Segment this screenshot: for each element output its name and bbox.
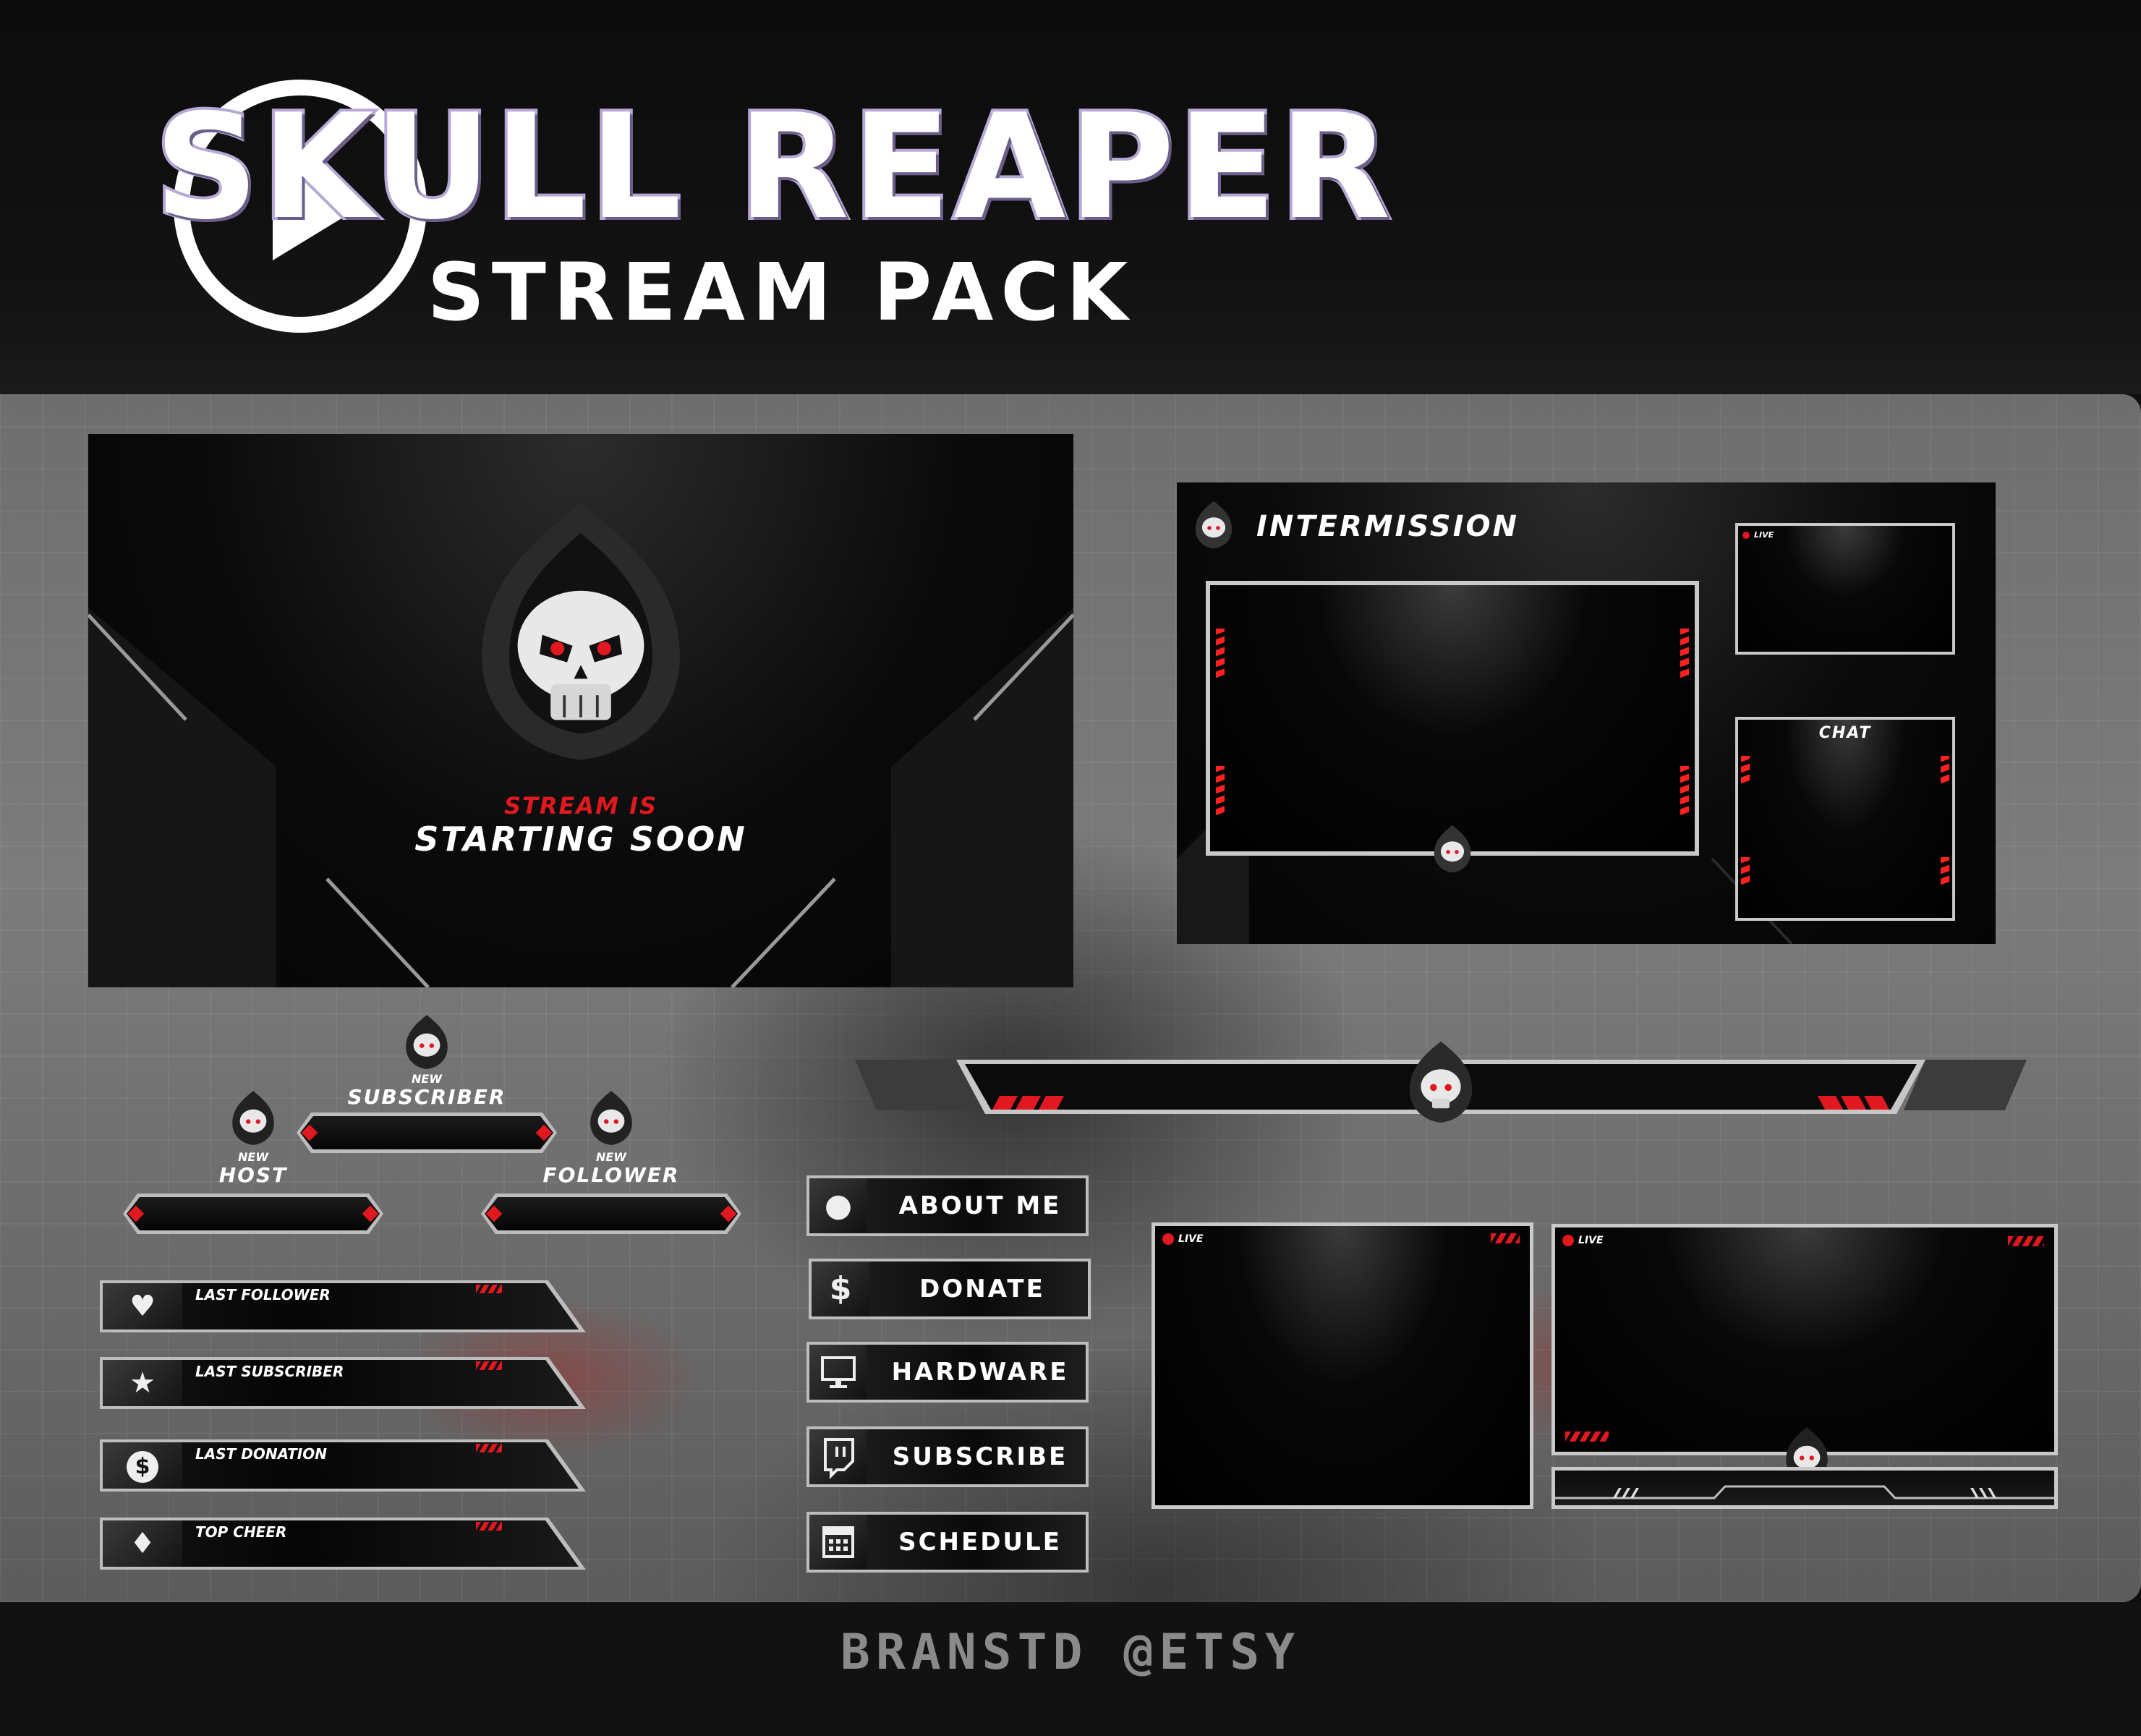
live-indicator: LIVE — [1742, 530, 1774, 540]
panel-label: DONATE — [919, 1275, 1045, 1303]
intermission-main-frame — [1206, 581, 1699, 856]
hardware-panel[interactable]: HARDWARE — [806, 1342, 1089, 1403]
webcam-frame-2: LIVE — [1552, 1224, 2058, 1455]
label-text: LAST FOLLOWER — [195, 1286, 331, 1303]
pack-title: SKULL REAPER — [151, 80, 1394, 255]
follower-label: FOLLOWER — [542, 1163, 680, 1187]
intermission-chat-frame: CHAT — [1735, 717, 1955, 921]
red-accent — [1680, 629, 1689, 679]
calendar-icon — [822, 1526, 854, 1558]
webcam-frame-1: LIVE — [1152, 1222, 1533, 1509]
chat-label: CHAT — [1818, 724, 1872, 742]
live-indicator: LIVE — [1162, 1233, 1204, 1245]
panel-label: SCHEDULE — [898, 1528, 1062, 1557]
pack-subtitle: STREAM PACK — [427, 246, 1136, 339]
shop-credit: BRANSTD @ETSY — [840, 1624, 1301, 1681]
frame-skull-icon — [1434, 825, 1471, 873]
red-accent — [1680, 766, 1689, 817]
host-skull-icon — [232, 1091, 274, 1145]
stream-is-text: STREAM IS — [503, 792, 658, 820]
dollar-icon: $ — [829, 1270, 852, 1307]
red-accent — [1565, 1431, 1609, 1442]
about-me-panel[interactable]: ● ABOUT ME — [806, 1175, 1089, 1236]
diamond-icon: ♦ — [129, 1527, 156, 1560]
star-icon: ★ — [129, 1366, 156, 1400]
schedule-panel[interactable]: SCHEDULE — [806, 1512, 1089, 1573]
label-text: LAST SUBSCRIBER — [195, 1363, 344, 1380]
dollar-coin-icon: $ — [103, 1442, 182, 1489]
banner-skull-logo — [1409, 1041, 1473, 1123]
live-indicator: LIVE — [1562, 1235, 1604, 1246]
last-follower-label: ♥ LAST FOLLOWER — [100, 1280, 586, 1332]
donate-panel[interactable]: $ DONATE — [809, 1259, 1091, 1319]
red-accent — [1941, 756, 1949, 785]
webcam-bottom-bar — [1552, 1467, 2058, 1509]
red-accent — [1216, 629, 1225, 679]
host-label: HOST — [218, 1163, 288, 1187]
intermission-skull-icon — [1195, 501, 1233, 549]
intermission-title: INTERMISSION — [1256, 510, 1520, 543]
top-cheer-label: ♦ TOP CHEER — [100, 1518, 586, 1570]
red-accent — [1941, 857, 1949, 886]
subscriber-bar — [297, 1112, 557, 1153]
twitch-icon — [824, 1438, 854, 1479]
stream-banner-bar — [855, 1034, 2027, 1128]
red-accent — [1216, 766, 1225, 817]
new-label: NEW — [596, 1150, 626, 1164]
last-subscriber-label: ★ LAST SUBSCRIBER — [100, 1357, 586, 1409]
monitor-icon — [821, 1356, 856, 1388]
starting-soon-screen: STREAM IS STARTING SOON — [88, 434, 1073, 987]
follower-bar — [481, 1194, 741, 1234]
subscriber-skull-icon — [406, 1015, 448, 1069]
intermission-cam-frame: LIVE — [1735, 523, 1955, 655]
heart-icon: ♥ — [129, 1290, 156, 1323]
panel-label: SUBSCRIBE — [892, 1442, 1068, 1471]
label-text: LAST DONATION — [195, 1445, 327, 1463]
host-bar — [123, 1194, 383, 1234]
red-accent — [1491, 1233, 1520, 1243]
reaper-skull-logo — [482, 503, 680, 760]
label-text: TOP CHEER — [195, 1523, 287, 1541]
panel-label: ABOUT ME — [898, 1191, 1062, 1220]
subscribe-panel[interactable]: SUBSCRIBE — [806, 1426, 1089, 1487]
follower-alert: NEW FOLLOWER — [481, 1089, 741, 1241]
panel-label: HARDWARE — [891, 1358, 1069, 1387]
host-alert: NEW HOST — [123, 1089, 383, 1241]
starting-soon-text: STARTING SOON — [414, 820, 747, 859]
new-label: NEW — [238, 1150, 268, 1164]
subscriber-alert: NEW SUBSCRIBER — [297, 1013, 557, 1157]
footer — [0, 1602, 2141, 1736]
subscriber-label: SUBSCRIBER — [347, 1085, 506, 1109]
intermission-screen: INTERMISSION LIVE CHAT — [1177, 482, 1996, 944]
new-label: NEW — [412, 1072, 442, 1086]
red-accent — [1741, 857, 1750, 886]
red-accent — [2008, 1236, 2044, 1246]
red-accent — [1741, 756, 1750, 785]
user-icon: ● — [824, 1187, 853, 1224]
last-donation-label: $ LAST DONATION — [100, 1439, 586, 1492]
follower-skull-icon — [590, 1091, 632, 1145]
